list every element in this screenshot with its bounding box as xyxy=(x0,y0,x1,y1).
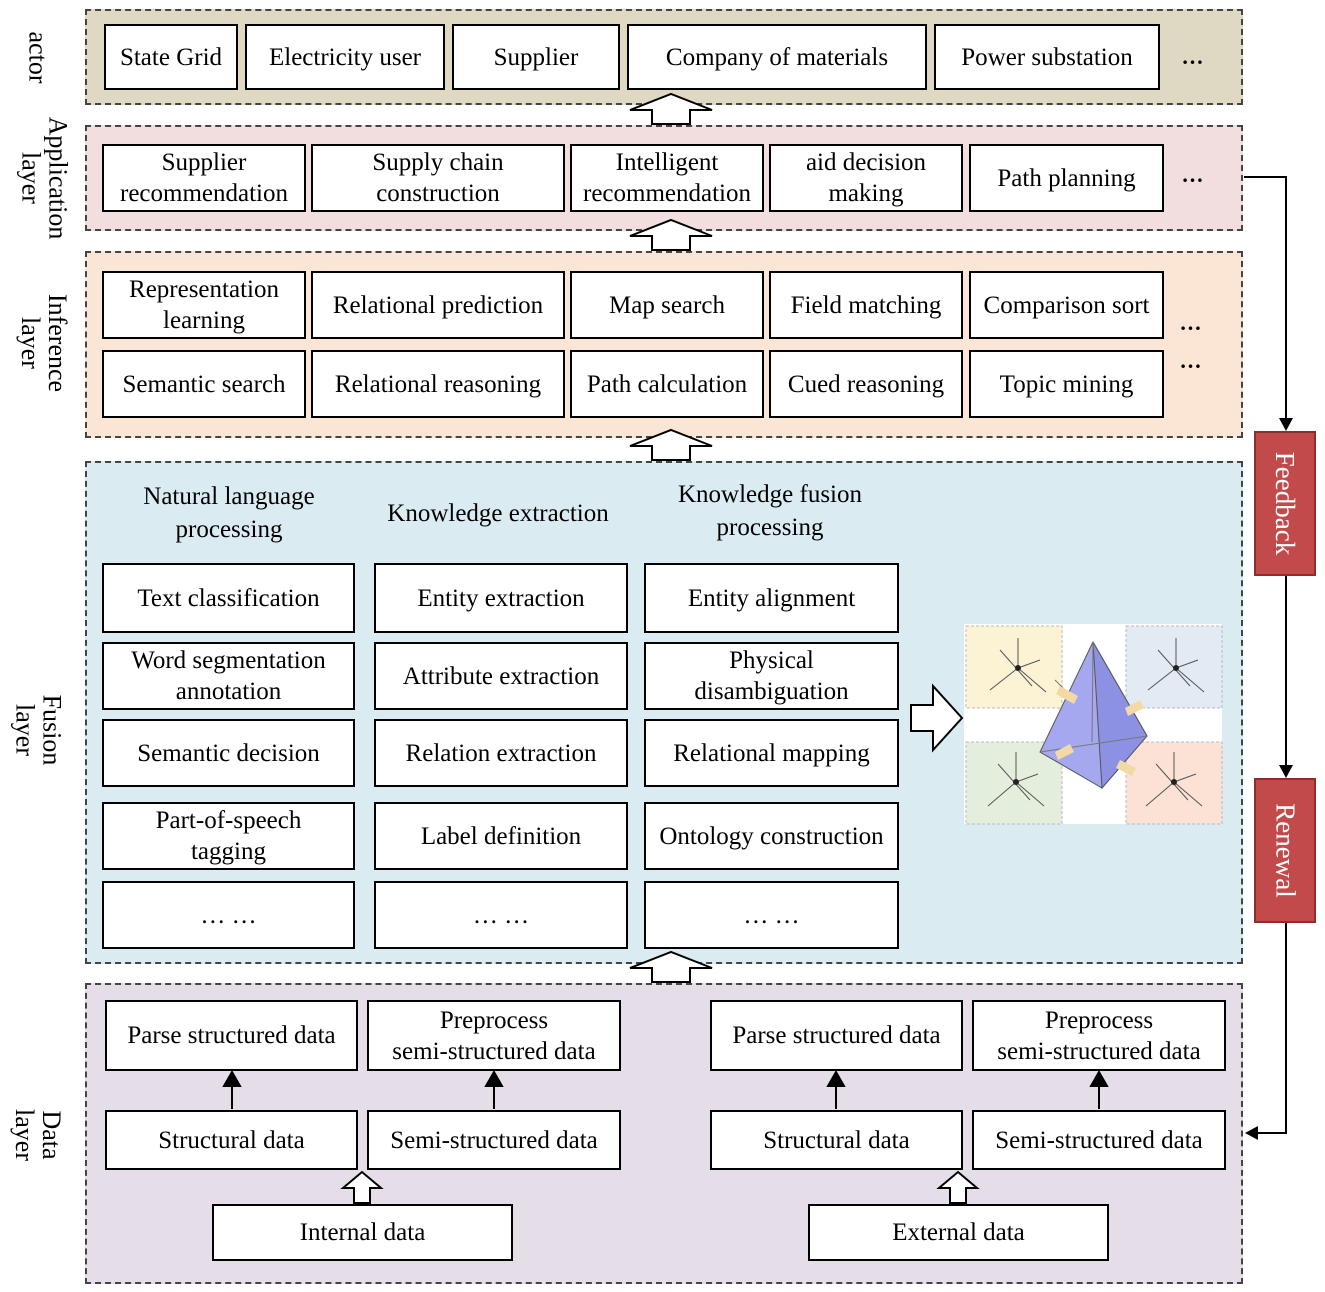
up-arrow-fusion-to-inf xyxy=(629,428,713,461)
actor-more-ellipsis: … xyxy=(1181,43,1205,69)
knowledge-graph-illustration xyxy=(964,624,1223,825)
internal-preprocess-semi: Preprocess semi-structured data xyxy=(367,1000,621,1071)
actor-power-substation: Power substation xyxy=(934,24,1160,90)
inf-relational-prediction: Relational prediction xyxy=(311,271,565,339)
fusion-physical-disambiguation: Physical disambiguation xyxy=(644,642,899,710)
fusion-ontology-construction: Ontology construction xyxy=(644,802,899,870)
external-structural-data: Structural data xyxy=(710,1110,963,1170)
inf-topic-mining: Topic mining xyxy=(969,350,1164,418)
app-intelligent-recommendation: Intelligent recommendation xyxy=(570,144,764,212)
fusion-relational-mapping: Relational mapping xyxy=(644,719,899,787)
up-arrow-data-to-fusion xyxy=(629,950,713,983)
fusion-heading-nlp: Natural language processing xyxy=(143,483,315,543)
fusion-heading-knowledge-fusion: Knowledge fusion processing xyxy=(678,481,862,541)
fusion-fusion-more: … … xyxy=(644,881,899,949)
up-arrow-external-data xyxy=(936,1170,980,1204)
up-arrow-app-to-actor xyxy=(629,92,713,125)
arrow-internal-semi-to-preprocess xyxy=(484,1069,504,1087)
actor-electricity-user: Electricity user xyxy=(245,24,445,90)
fusion-label-definition: Label definition xyxy=(374,802,628,870)
actor-company-of-materials: Company of materials xyxy=(627,24,927,90)
fusion-word-segmentation: Word segmentation annotation xyxy=(102,642,355,710)
feedback-box: Feedback xyxy=(1254,431,1316,576)
app-aid-decision-making: aid decision making xyxy=(769,144,963,212)
external-semi-structured-data: Semi-structured data xyxy=(972,1110,1226,1170)
arrowhead-into-data-layer xyxy=(1245,1126,1258,1140)
actor-state-grid: State Grid xyxy=(104,24,238,90)
up-arrow-internal-data xyxy=(340,1170,384,1204)
fusion-entity-alignment: Entity alignment xyxy=(644,563,899,633)
inf-relational-reasoning: Relational reasoning xyxy=(311,350,565,418)
inference-more-ellipsis-1: … xyxy=(1179,309,1203,335)
inf-field-matching: Field matching xyxy=(769,271,963,339)
app-supplier-recommendation: Supplier recommendation xyxy=(102,144,306,212)
inf-cued-reasoning: Cued reasoning xyxy=(769,350,963,418)
arrow-external-structural-to-parse xyxy=(826,1069,846,1087)
internal-parse-structured: Parse structured data xyxy=(105,1000,358,1071)
fusion-attribute-extraction: Attribute extraction xyxy=(374,642,628,710)
fusion-nlp-more: … … xyxy=(102,881,355,949)
internal-data-source: Internal data xyxy=(212,1204,513,1261)
arrowhead-into-renewal xyxy=(1279,765,1293,778)
inf-representation-learning: Representation learning xyxy=(102,271,306,339)
app-supply-chain-construction: Supply chain construction xyxy=(311,144,565,212)
fusion-semantic-decision: Semantic decision xyxy=(102,719,355,787)
fusion-pos-tagging: Part-of-speech tagging xyxy=(102,802,355,870)
inf-map-search: Map search xyxy=(570,271,764,339)
inf-path-calculation: Path calculation xyxy=(570,350,764,418)
fusion-text-classification: Text classification xyxy=(102,563,355,633)
inference-more-ellipsis-2: … xyxy=(1179,347,1203,373)
inf-comparison-sort: Comparison sort xyxy=(969,271,1164,339)
fusion-entity-extraction: Entity extraction xyxy=(374,563,628,633)
app-path-planning: Path planning xyxy=(969,144,1164,212)
internal-semi-structured-data: Semi-structured data xyxy=(367,1110,621,1170)
external-data-source: External data xyxy=(808,1204,1109,1261)
up-arrow-inf-to-app xyxy=(629,218,713,251)
feedback-line-top xyxy=(1244,176,1287,420)
inf-semantic-search: Semantic search xyxy=(102,350,306,418)
arrow-external-semi-to-preprocess xyxy=(1089,1069,1109,1087)
fusion-extraction-more: … … xyxy=(374,881,628,949)
fusion-relation-extraction: Relation extraction xyxy=(374,719,628,787)
fusion-heading-knowledge-extraction: Knowledge extraction xyxy=(387,499,609,527)
renewal-box: Renewal xyxy=(1254,778,1316,923)
arrowhead-into-feedback xyxy=(1279,418,1293,431)
right-arrow-to-graph xyxy=(910,683,964,753)
application-more-ellipsis: … xyxy=(1181,161,1205,187)
actor-supplier: Supplier xyxy=(452,24,620,90)
renewal-to-data-line xyxy=(1258,923,1287,1134)
arrow-internal-structural-to-parse xyxy=(222,1069,242,1087)
internal-structural-data: Structural data xyxy=(105,1110,358,1170)
external-parse-structured: Parse structured data xyxy=(710,1000,963,1071)
